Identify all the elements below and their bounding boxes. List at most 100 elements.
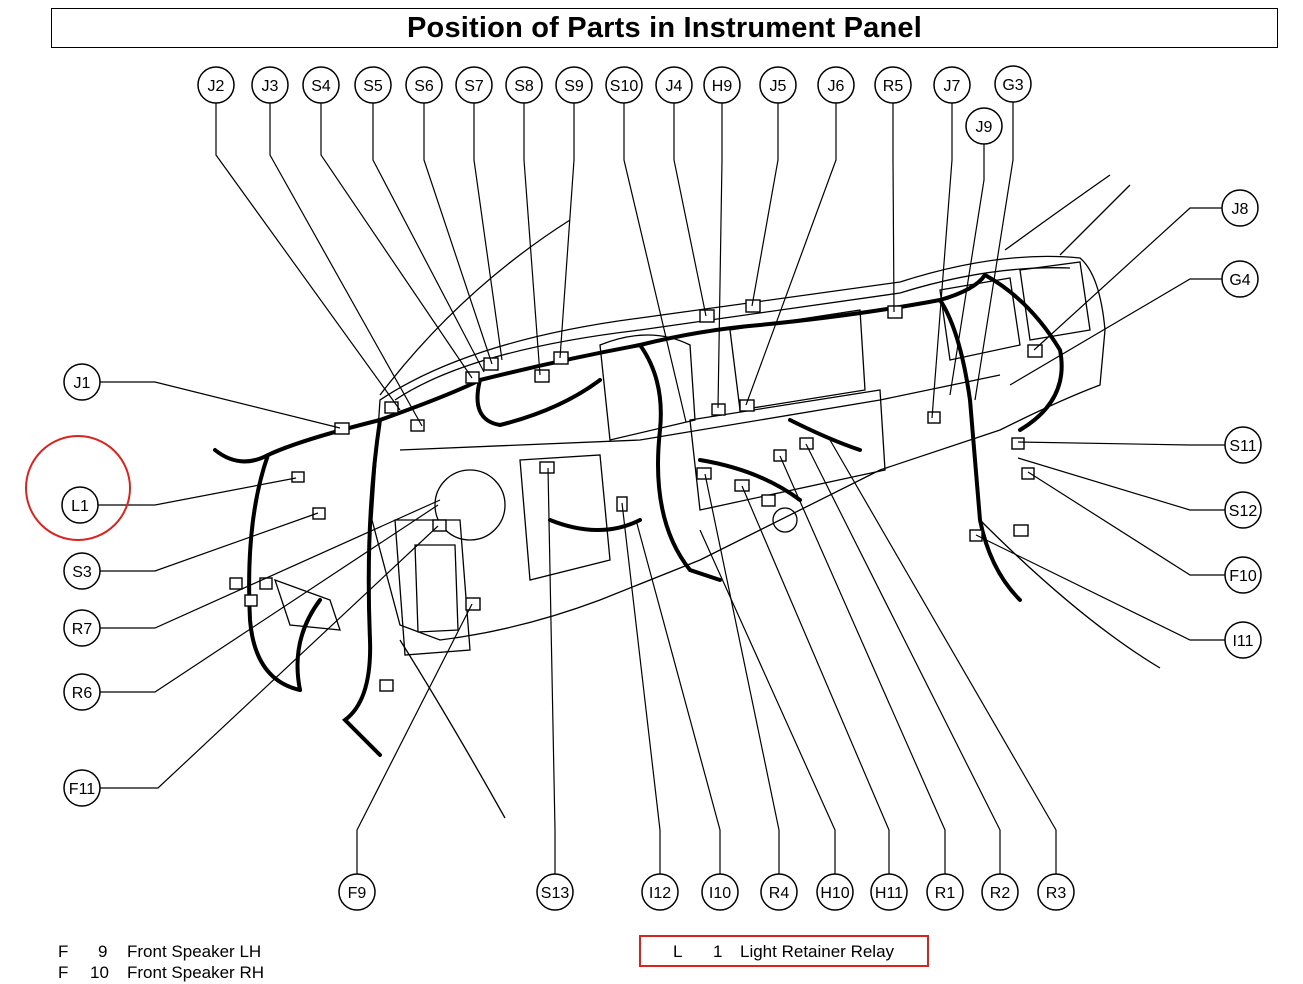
callout-circle (965, 107, 1003, 145)
callout-s7: S7 (455, 66, 493, 104)
legend-letter: F (58, 942, 69, 961)
leader-line-j8 (1033, 207, 1222, 351)
connector-j3 (410, 419, 425, 432)
callout-circle (251, 66, 289, 104)
callout-label: G4 (1229, 272, 1250, 289)
legend-number: 10 (90, 963, 109, 982)
leader-line-f10 (1027, 471, 1225, 576)
callout-s13: S13 (536, 873, 574, 911)
callout-label: S5 (363, 78, 383, 95)
callout-circle (63, 552, 101, 590)
callout-label: I11 (1232, 633, 1253, 650)
connector-s9 (553, 351, 569, 365)
callout-label: J6 (828, 78, 845, 95)
callout-s4: S4 (302, 66, 340, 104)
connector-extra-4 (1013, 524, 1029, 537)
callout-circle (63, 673, 101, 711)
page-title: Position of Parts in Instrument Panel (407, 11, 922, 44)
connector-r6 (244, 594, 258, 607)
callout-circle (1224, 556, 1262, 594)
leader-line-r3 (829, 439, 1057, 874)
callout-label: R3 (1046, 885, 1067, 902)
leader-line-r4 (704, 473, 780, 874)
callout-j3: J3 (251, 66, 289, 104)
leader-line-s9 (559, 103, 575, 359)
callout-circle (760, 873, 798, 911)
callout-circle (505, 66, 543, 104)
leader-line-s5 (372, 103, 485, 373)
connector-j6 (739, 399, 755, 412)
callout-circle (1037, 873, 1075, 911)
callout-g3: G3 (994, 65, 1032, 103)
connector-s4 (465, 371, 480, 384)
connector-j7 (927, 411, 941, 424)
callout-circle (816, 873, 854, 911)
callout-label: L1 (71, 498, 89, 515)
callout-circle (63, 363, 101, 401)
leader-line-j4 (673, 103, 707, 317)
callout-circle (197, 66, 235, 104)
leader-line-r7 (100, 499, 441, 629)
callout-label: S6 (414, 78, 434, 95)
callout-label: F11 (69, 781, 95, 798)
connector-r4 (773, 449, 787, 462)
callout-j4: J4 (655, 66, 693, 104)
callout-circle (455, 66, 493, 104)
connector-i10 (696, 467, 712, 480)
callout-label: R7 (72, 621, 93, 638)
callout-s10: S10 (605, 66, 643, 104)
callout-circle (817, 66, 855, 104)
legend-name: Light Retainer Relay (740, 942, 895, 961)
legend-name: Front Speaker LH (127, 942, 262, 961)
connector-l1 (291, 471, 305, 483)
callout-label: S7 (464, 78, 484, 95)
callout-r3: R3 (1037, 873, 1075, 911)
callout-s8: S8 (505, 66, 543, 104)
callout-circle (63, 769, 101, 807)
leader-line-f9 (356, 603, 473, 874)
callout-label: J4 (666, 78, 683, 95)
callout-circle (933, 66, 971, 104)
callout-j6: J6 (817, 66, 855, 104)
callout-r4: R4 (760, 873, 798, 911)
callout-circle (870, 873, 908, 911)
callout-l1: L1 (61, 486, 99, 524)
leader-line-i11 (975, 534, 1225, 641)
connector-s6 (483, 357, 499, 371)
legend-letter: F (58, 963, 69, 982)
callout-g4: G4 (1221, 260, 1259, 298)
callout-label: I10 (709, 885, 731, 902)
callout-circle (605, 66, 643, 104)
connector-s13 (539, 461, 555, 474)
legend-number: 1 (713, 942, 723, 961)
connector-extra-1 (229, 577, 243, 590)
callout-circle (759, 66, 797, 104)
callout-label: J9 (976, 119, 993, 136)
callout-label: R4 (769, 885, 790, 902)
callout-f11: F11 (63, 769, 101, 807)
callout-circle (1224, 491, 1262, 529)
callout-circle (1224, 621, 1262, 659)
callout-label: H10 (820, 885, 849, 902)
callout-f9: F9 (338, 873, 376, 911)
callout-circle (555, 66, 593, 104)
connector-s8 (534, 369, 550, 383)
callout-circle (63, 609, 101, 647)
callout-circle (405, 66, 443, 104)
callout-j9: J9 (965, 107, 1003, 145)
connector-s11 (1011, 437, 1025, 450)
leader-line-f11 (100, 525, 439, 789)
connector-j4 (699, 309, 715, 323)
callout-label: J5 (770, 78, 787, 95)
connector-j1 (334, 422, 350, 435)
callout-circle (641, 873, 679, 911)
callout-label: F10 (1229, 568, 1257, 585)
callout-circle (1221, 260, 1259, 298)
callout-circle (1221, 189, 1259, 227)
instrument-panel-outline (273, 174, 1161, 819)
wire-harness (213, 273, 1064, 757)
leader-line-h9 (717, 103, 723, 409)
legend-name: Front Speaker RH (127, 963, 264, 982)
